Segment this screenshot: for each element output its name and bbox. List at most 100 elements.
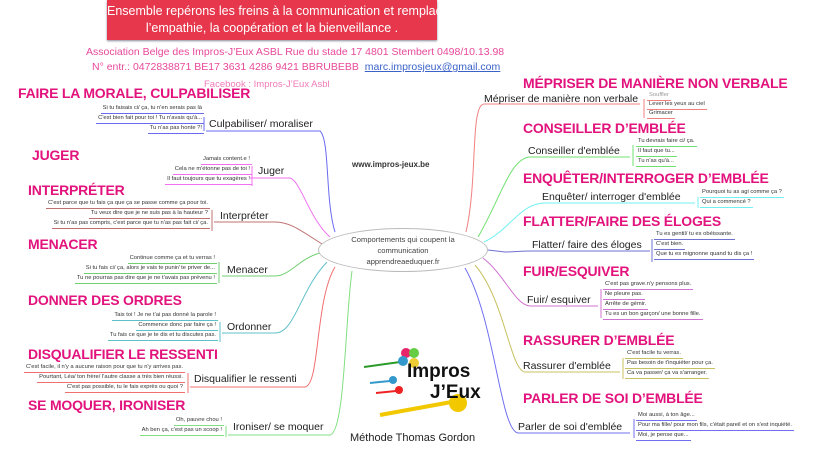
branch-line — [482, 257, 598, 307]
sub-item: Pourtant, Léa/ ton frère/ l'autre classe… — [37, 374, 185, 383]
sub-item: C'est parce que tu fais ça que ça se pas… — [46, 200, 210, 209]
sub-item: Il faut toujours que tu exagères ! — [165, 176, 252, 185]
sub-item: Continue comme ça et tu verras ! — [127, 255, 217, 264]
branch-line — [487, 249, 650, 253]
sub-item: C'est facile, il n'y a aucune raison pou… — [23, 364, 185, 373]
center-line-2: communication — [377, 246, 429, 255]
title-banner: Ensemble repérons les freins à la commun… — [107, 0, 504, 40]
branch-line — [474, 264, 620, 373]
sub-item: Tu n'as pas honte ?! — [147, 125, 204, 134]
heading-enqueter: ENQUÊTER/INTERROGER D’EMBLÉE — [523, 170, 769, 186]
sub-item: Qui a commencé ? — [700, 199, 753, 208]
website-link[interactable]: www.impros-jeux.be — [352, 160, 430, 169]
branch-disqualifier: Disqualifier le ressenti — [194, 373, 297, 385]
sub-item: Tu n'as qu'à... — [636, 158, 676, 167]
branch-line — [190, 266, 336, 388]
branch-interpreter: Interpréter — [220, 210, 269, 222]
registration-info: N° entr.: 0472838871 BE17 3631 4286 9421… — [92, 61, 500, 73]
branch-line — [477, 156, 630, 238]
branch-line — [222, 261, 328, 334]
sub-item: Lever les yeux au ciel — [647, 101, 707, 110]
sub-item: Pourquoi tu as agi comme ça ? — [700, 189, 784, 198]
sub-item: Grimacer — [647, 110, 675, 119]
sub-item: C'est bien fait pour toi ! Tu n'avais qu… — [96, 115, 204, 124]
sub-item: Tu fais ce que je te dis et tu discutes … — [107, 332, 218, 341]
sub-item: C'est facile tu verras. — [625, 350, 683, 359]
heading-juger: JUGER — [32, 147, 80, 163]
sub-item: Moi, je pense que... — [636, 432, 691, 441]
branch-menacer: Menacer — [227, 264, 268, 276]
sub-item: Tu veux dire que je ne suis pas à la hau… — [88, 210, 210, 219]
sub-item: Il faut que tu... — [636, 148, 677, 157]
branch-parler: Parler de soi d'emblée — [518, 421, 623, 433]
banner-line-2: l’empathie, la coopération et la bienvei… — [145, 21, 399, 35]
logo-graphic — [363, 348, 467, 417]
sub-item: Que tu es mignonne quand tu dis ça ! — [654, 251, 755, 260]
sub-item: Tu ne pourras pas dire que je ne t'avais… — [74, 275, 217, 284]
branch-fuir: Fuir/ esquiver — [527, 294, 591, 306]
sub-item: Si tu n'as pas compris, c'est parce que … — [51, 220, 210, 229]
branch-conseiller: Conseiller d'emblée — [528, 145, 620, 157]
branch-line — [465, 103, 640, 233]
logo-text-impros: Impros — [407, 361, 471, 382]
logo-text-jeux: J’Eux — [430, 382, 481, 403]
heading-flatter: FLATTER/FAIRE DES ÉLOGES — [523, 213, 721, 229]
branch-line — [222, 252, 321, 277]
branch-line — [250, 177, 331, 238]
branch-line — [206, 130, 336, 233]
sub-item: Si tu faisais ci/ ça, tu n'en serais pas… — [100, 105, 204, 114]
sub-item: Ca va passer/ ça va s'arranger. — [625, 370, 710, 379]
heading-rassurer: RASSURER D’EMBLÉE — [523, 332, 675, 348]
center-line-3: apprendreaeduquer.fr — [366, 257, 440, 266]
sub-item: Moi aussi, à ton âge... — [636, 412, 697, 421]
branch-line — [483, 202, 695, 243]
heading-menacer: MENACER — [28, 236, 98, 252]
central-node: Comportements qui coupent la communicati… — [318, 228, 488, 272]
sub-item: C'est bien. — [654, 241, 686, 250]
facebook-link[interactable]: Facebook : Impros-J’Eux Asbl — [204, 79, 330, 90]
impros-jeux-logo: Impros J’Eux — [362, 345, 481, 417]
banner-line-1: Ensemble repérons les freins à la commun… — [107, 4, 504, 18]
sub-item: C'est pas possible, tu le fais exprès ou… — [64, 384, 185, 393]
branch-juger: Juger — [258, 165, 285, 177]
branch-line — [214, 221, 323, 245]
registration-text: N° entr.: 0472838871 BE17 3631 4286 9421… — [92, 61, 359, 73]
branch-line — [228, 270, 353, 436]
sub-item: Pour ma fille/ pour mon fils, c'était pa… — [636, 422, 794, 431]
heading-disqualifier: DISQUALIFIER LE RESSENTI — [28, 346, 218, 362]
branch-ordonner: Ordonner — [227, 321, 272, 333]
sub-item: Ah ben ça, c'est pas un scoop ! — [139, 427, 224, 436]
heading-morale: FAIRE LA MORALE, CULPABILISER — [18, 85, 251, 101]
sub-item: Arrête de gémir. — [603, 301, 649, 310]
method-caption: Méthode Thomas Gordon — [350, 432, 476, 444]
sub-item: Tais toi ! Je ne t'ai pas donné la parol… — [112, 312, 218, 321]
sub-item: Commence donc par faire ça ! — [136, 322, 218, 331]
center-line-1: Comportements qui coupent la — [351, 235, 455, 244]
association-info: Association Belge des Impros-J’Eux ASBL … — [86, 46, 505, 58]
sub-item: Oh, pauvre chou ! — [173, 417, 224, 426]
sub-item: Pas besoin de t'inquiéter pour ça. — [625, 360, 715, 369]
branch-mepriser: Mépriser de manière non verbale — [484, 93, 639, 105]
branch-enqueter: Enquêter/ interroger d'emblée — [542, 191, 681, 203]
branch-line — [464, 267, 630, 434]
sub-item: C'est pas grave.n'y pensons plus. — [603, 281, 694, 290]
branch-ironiser: Ironiser/ se moquer — [233, 421, 324, 433]
sub-item: Souffler — [647, 92, 671, 101]
heading-conseiller: CONSEILLER D’EMBLÉE — [523, 120, 686, 136]
heading-fuir: FUIR/ESQUIVER — [523, 263, 630, 279]
sub-item: Tu es un bon garçon/ une bonne fille. — [603, 311, 703, 320]
sub-item: Jamais content.e ! — [200, 156, 252, 165]
sub-item: Tu devrais faire ci/ ça. — [636, 138, 697, 147]
heading-parler: PARLER DE SOI D’EMBLÉE — [523, 390, 703, 406]
heading-moquer: SE MOQUER, IRONISER — [28, 397, 186, 413]
branch-culpabiliser: Culpabiliser/ moraliser — [209, 118, 313, 130]
heading-ordres: DONNER DES ORDRES — [28, 292, 182, 308]
email-link[interactable]: marc.improsjeux@gmail.com — [364, 61, 501, 73]
sub-item: Ne pleure pas. — [603, 291, 645, 300]
branch-rassurer: Rassurer d'emblée — [523, 360, 611, 372]
sub-item: Cela ne m'étonne pas de toi ! — [172, 166, 252, 175]
branch-flatter: Flatter/ faire des éloges — [532, 239, 642, 251]
sub-item: Tu es gentil/ tu es obéissante. — [654, 231, 735, 240]
